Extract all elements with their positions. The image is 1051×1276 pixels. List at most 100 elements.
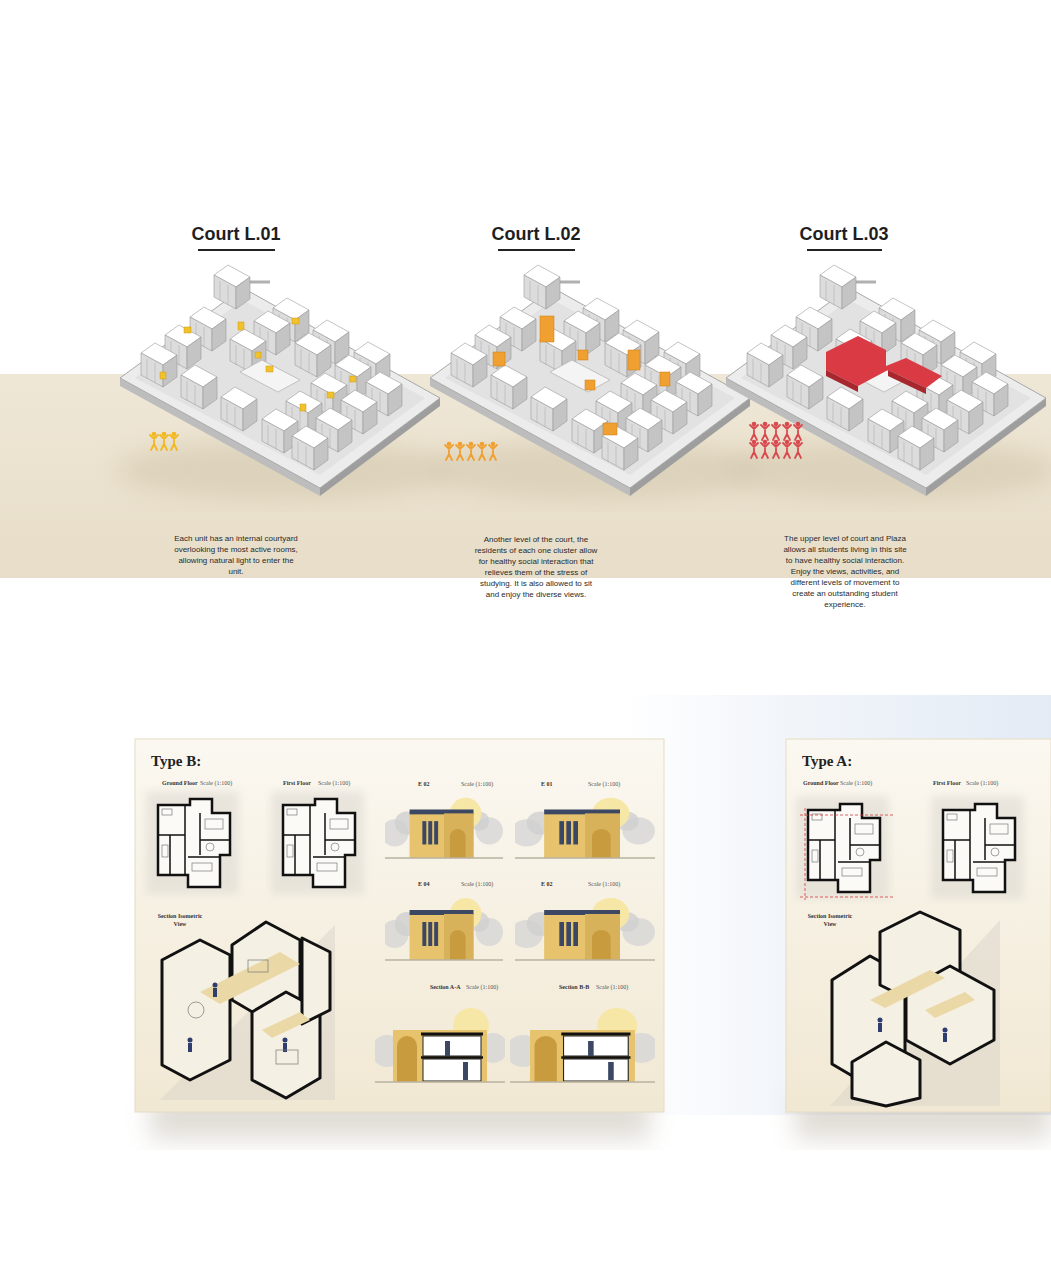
drawing-title: First Floor [933,780,961,787]
illustration-part [198,249,275,251]
illustration-part [255,352,261,358]
heading-underlines [198,249,882,251]
illustration-part [292,318,299,324]
illustration-part [506,1008,659,1082]
illustration-part [852,1042,920,1106]
scale-note: Scale (1:100) [596,984,628,991]
illustration-part [578,350,588,360]
illustration-part [200,952,300,1004]
illustration-part [350,376,356,382]
illustration-part [800,808,895,900]
illustration-part [943,1033,947,1042]
illustration-part [300,404,306,411]
sheet-type-b [135,739,664,1112]
scale-note: Scale (1:100) [466,984,498,991]
illustration-part [489,442,497,460]
scale-note: Scale (1:100) [461,881,493,888]
illustration-part [800,815,895,816]
court-l03-highlight [826,336,942,394]
court-l02-highlights [493,316,670,435]
illustration-part [510,898,655,960]
illustration-part [761,422,769,440]
illustration-part [620,695,1051,1115]
sheet-type-a [786,739,1051,1112]
court-heading: Court L.01 [191,224,280,246]
illustration-part [878,1018,883,1023]
illustration-part [188,1002,204,1018]
illustration-part [750,440,758,458]
illustration-part [794,422,802,440]
illustration-part [786,739,1051,1112]
scale-note: Scale (1:100) [588,881,620,888]
drawing-sheet: Type B: [135,739,664,1112]
illustration-part [162,940,230,1080]
court-heading: Court L.03 [799,224,888,246]
drawing-title: Ground Floor [162,780,198,787]
illustration-part [150,432,178,450]
illustration-part [184,327,191,333]
drawing-title: E 01 [541,781,553,788]
illustration-part [160,372,166,379]
drawing-title: Section B-B [559,984,589,991]
illustration-part [302,938,330,1024]
people-icons [150,422,802,460]
illustration-part [794,440,802,458]
illustration-part [248,960,268,972]
illustration-part [162,922,330,1098]
illustration-part [878,1018,948,1043]
scale-note: Scale (1:100) [840,780,872,787]
illustration-part [750,422,758,440]
illustration-part [870,970,945,1008]
illustration-part [327,392,334,398]
illustration-part [826,370,858,392]
illustration-part [467,442,475,460]
site-models [115,265,1051,500]
illustration-part [772,440,780,458]
illustration-part [800,897,895,898]
illustration-part [498,249,575,251]
illustration-part [381,798,503,858]
sheet-heading: Type A: [802,753,852,770]
illustration-part [493,352,505,366]
illustration-part [456,442,464,460]
illustration-part [660,372,670,386]
court-description: Each unit has an internal courtyard over… [170,533,302,577]
illustration-part [381,898,503,960]
illustration-part [188,983,288,1053]
drawing-title: Ground Floor [803,780,839,787]
illustration-part [276,1050,298,1064]
illustration-part [540,316,554,342]
illustration-part [160,432,168,450]
drawing-title: E 04 [418,881,430,888]
illustration-part [931,796,1024,899]
illustration-part [478,442,486,460]
court-description: Another level of the court, the resident… [474,534,598,600]
drawing-title: E 02 [418,781,430,788]
scale-note: Scale (1:100) [461,781,493,788]
illustration-part [213,983,218,988]
illustration-part [721,265,1051,500]
illustration-part [425,265,765,500]
illustration-part [943,1028,948,1033]
sheet-heading: Type B: [151,753,201,770]
illustration-part [603,423,617,435]
drawing-title: Section Isometric View [157,912,203,929]
illustration-part [135,739,664,1112]
illustration-part [262,1012,310,1038]
illustration-part [585,380,595,390]
illustration-part [783,422,791,440]
drawing-title: E 02 [541,881,553,888]
court-heading: Court L.02 [491,224,580,246]
illustration-part [371,1008,508,1082]
illustration-part [878,1023,882,1032]
illustration-part [925,992,975,1018]
illustration-part [445,442,453,460]
illustration-part [188,960,298,1064]
drawing-sheet: Type A: [786,739,1051,1112]
drawing-title: Section A-A [430,984,461,991]
illustration-part [283,1043,287,1052]
illustration-part [146,791,239,894]
illustration-part [266,366,273,372]
